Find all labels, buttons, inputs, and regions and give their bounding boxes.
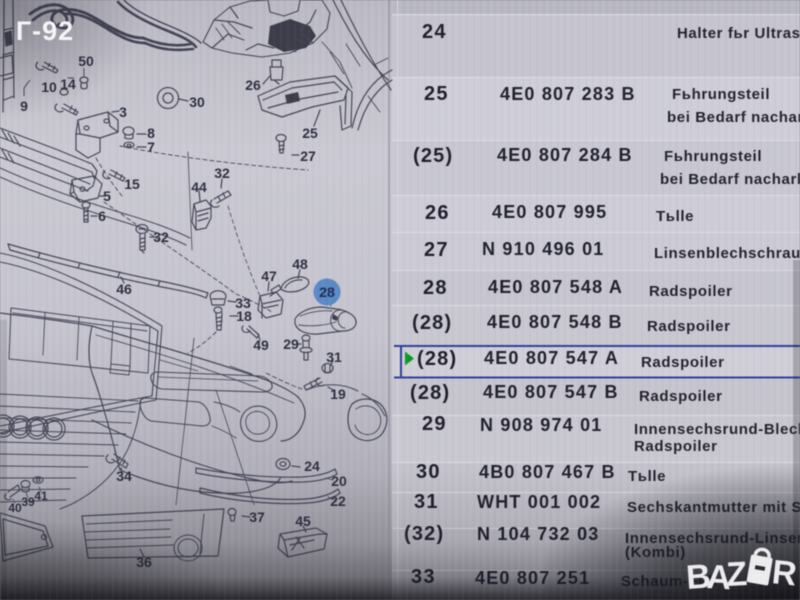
svg-text:Г-92: Г-92 xyxy=(16,16,74,46)
svg-text:B: B xyxy=(685,557,712,597)
svg-text:A: A xyxy=(706,558,733,597)
svg-text:R: R xyxy=(770,553,798,593)
svg-text:Z: Z xyxy=(725,555,748,594)
